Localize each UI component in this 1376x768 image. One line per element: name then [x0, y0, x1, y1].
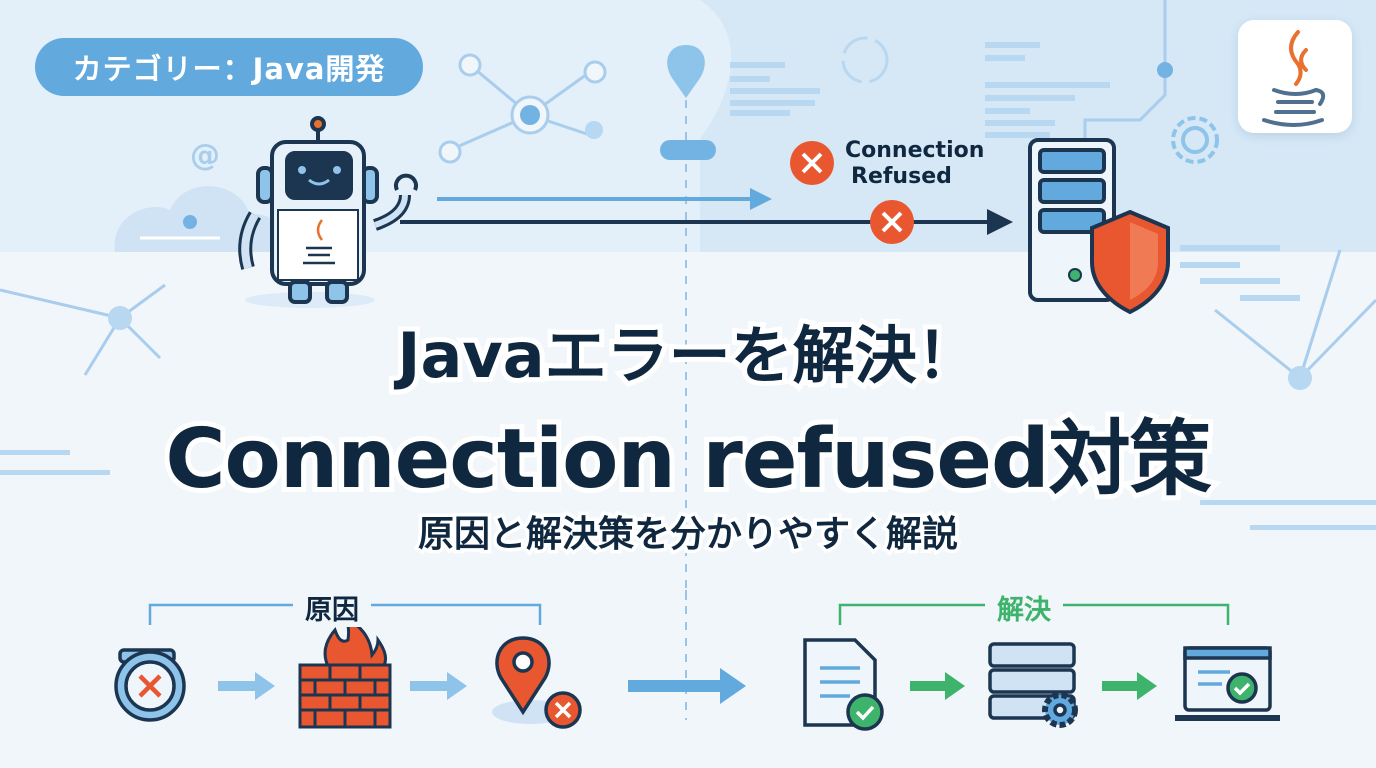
shield-icon: [1090, 209, 1170, 315]
svg-text:@: @: [190, 138, 220, 173]
subtitle: 原因と解決策を分かりやすく解説: [414, 511, 961, 559]
laptop-check-icon: [1175, 646, 1280, 721]
title-line1: Javaエラーを解決！: [392, 314, 983, 397]
category-badge: カテゴリー：Java開発: [35, 38, 423, 96]
location-error-icon: [492, 636, 582, 729]
server-settings-icon: [988, 642, 1078, 728]
robot-illustration: [238, 116, 418, 308]
title-line2: Connection refused対策: [160, 407, 1216, 512]
error-x-icon: [870, 200, 914, 244]
cause-label: 原因: [293, 588, 371, 627]
error-x-icon: [790, 141, 834, 185]
error-label-line1: Connection: [845, 138, 985, 163]
document-check-icon: [803, 638, 884, 731]
connection-refused-label: Connection Refused: [845, 138, 984, 190]
solution-label: 解決: [985, 588, 1063, 627]
java-logo: [1238, 20, 1352, 133]
error-label-line2: Refused: [851, 164, 952, 189]
java-icon: [1262, 30, 1326, 127]
firewall-icon: [298, 616, 392, 729]
blocked-port-icon: [114, 648, 186, 722]
